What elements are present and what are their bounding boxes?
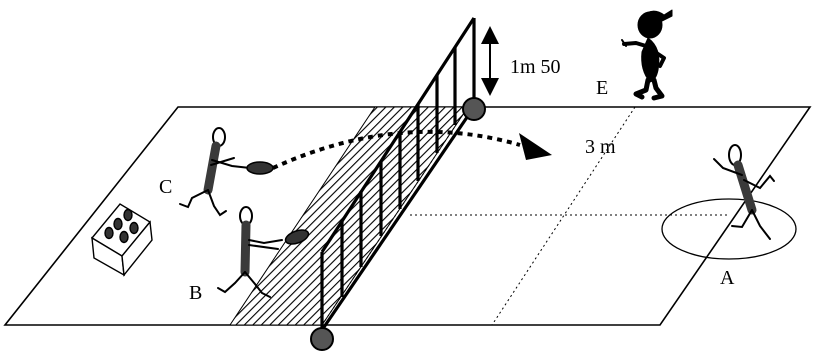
height-label: 1m 50: [510, 56, 561, 78]
player-e-label: E: [596, 77, 608, 99]
court-outline: [3, 106, 812, 326]
net-post-top: [462, 97, 486, 121]
distance-label: 3 m: [585, 136, 616, 158]
arrowhead-icon: [519, 133, 552, 160]
player-a-label: A: [720, 267, 735, 289]
ball-c: [246, 161, 274, 175]
crate-of-balls-icon: [90, 203, 153, 277]
dotted-line-3m: [491, 106, 636, 326]
player-c-figure: [179, 127, 251, 217]
spectator-e-figure: [621, 9, 673, 101]
double-arrow-icon: [481, 26, 499, 96]
player-b-figure: [217, 206, 283, 298]
ball-trajectory: [272, 129, 521, 170]
dotted-line-net-foot: [321, 106, 469, 326]
net-post-bottom: [310, 327, 334, 351]
ball-b: [284, 229, 310, 245]
player-b-label: B: [189, 282, 202, 304]
player-c-label: C: [159, 176, 172, 198]
player-a-circle: [661, 198, 797, 260]
player-a-figure: [713, 144, 775, 240]
